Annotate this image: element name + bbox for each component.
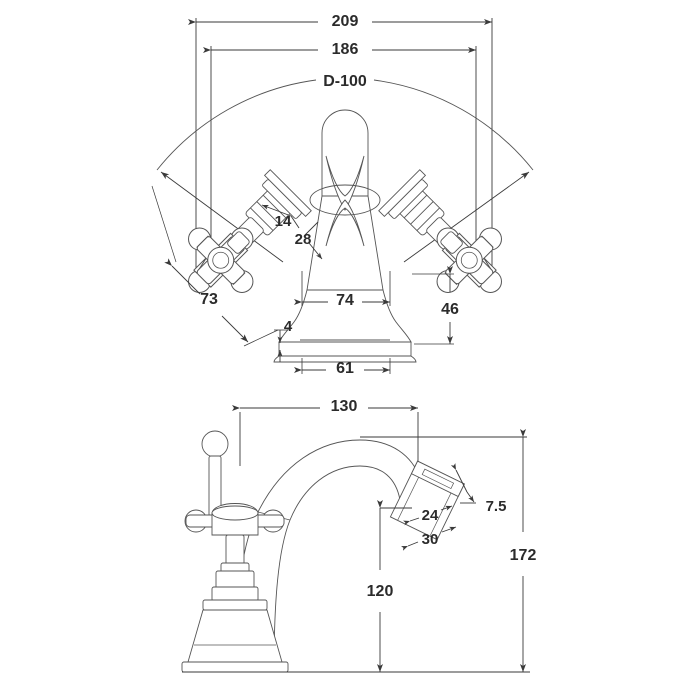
- dimension-d100-label: D-100: [323, 73, 367, 90]
- dimension-73: 73: [151, 185, 279, 347]
- spout-outlet: [389, 460, 465, 541]
- plan-view: 209 186 D-100: [151, 13, 534, 377]
- dimension-30: 30: [401, 526, 457, 551]
- dimension-24: 24: [403, 505, 453, 526]
- dimension-73-label: 73: [200, 291, 218, 308]
- dimension-7-5: 7.5: [450, 463, 507, 515]
- handle-left-plan: [162, 169, 312, 319]
- dimension-61-label: 61: [336, 360, 354, 377]
- elevation-view: 130 7.5 24: [181, 398, 537, 673]
- handle-elevation: [181, 430, 289, 673]
- dimension-209-label: 209: [332, 13, 359, 30]
- dimension-186: 186: [203, 41, 476, 58]
- dimension-74: 74: [294, 271, 391, 309]
- dimension-120: 120: [367, 500, 412, 672]
- dimension-4: 4: [274, 318, 293, 362]
- dimension-46: 46: [412, 266, 459, 345]
- dimension-7-5-label: 7.5: [486, 498, 507, 515]
- body-plan: [273, 289, 417, 363]
- plan-extension-lines: [195, 18, 493, 268]
- dimension-28-label: 28: [295, 231, 312, 248]
- dimension-61: 61: [294, 358, 391, 377]
- dimension-28: 28: [295, 221, 323, 260]
- dimension-14-label: 14: [275, 213, 292, 230]
- dimension-130-label: 130: [331, 398, 358, 415]
- dimension-209: 209: [188, 13, 492, 30]
- dimension-30-label: 30: [422, 531, 439, 548]
- dimension-4-label: 4: [284, 318, 293, 335]
- handle-right-plan: [378, 169, 528, 319]
- dimension-46-label: 46: [441, 301, 459, 318]
- dimension-172: 172: [360, 429, 537, 672]
- dimension-14: 14: [261, 204, 300, 230]
- dimension-186-label: 186: [332, 41, 359, 58]
- dimension-172-label: 172: [510, 547, 537, 564]
- swivel-arc: D-100: [156, 73, 534, 263]
- dimension-120-label: 120: [367, 583, 394, 600]
- dimension-24-label: 24: [422, 507, 439, 524]
- spout-plan: [306, 109, 384, 291]
- dimension-74-label: 74: [336, 292, 354, 309]
